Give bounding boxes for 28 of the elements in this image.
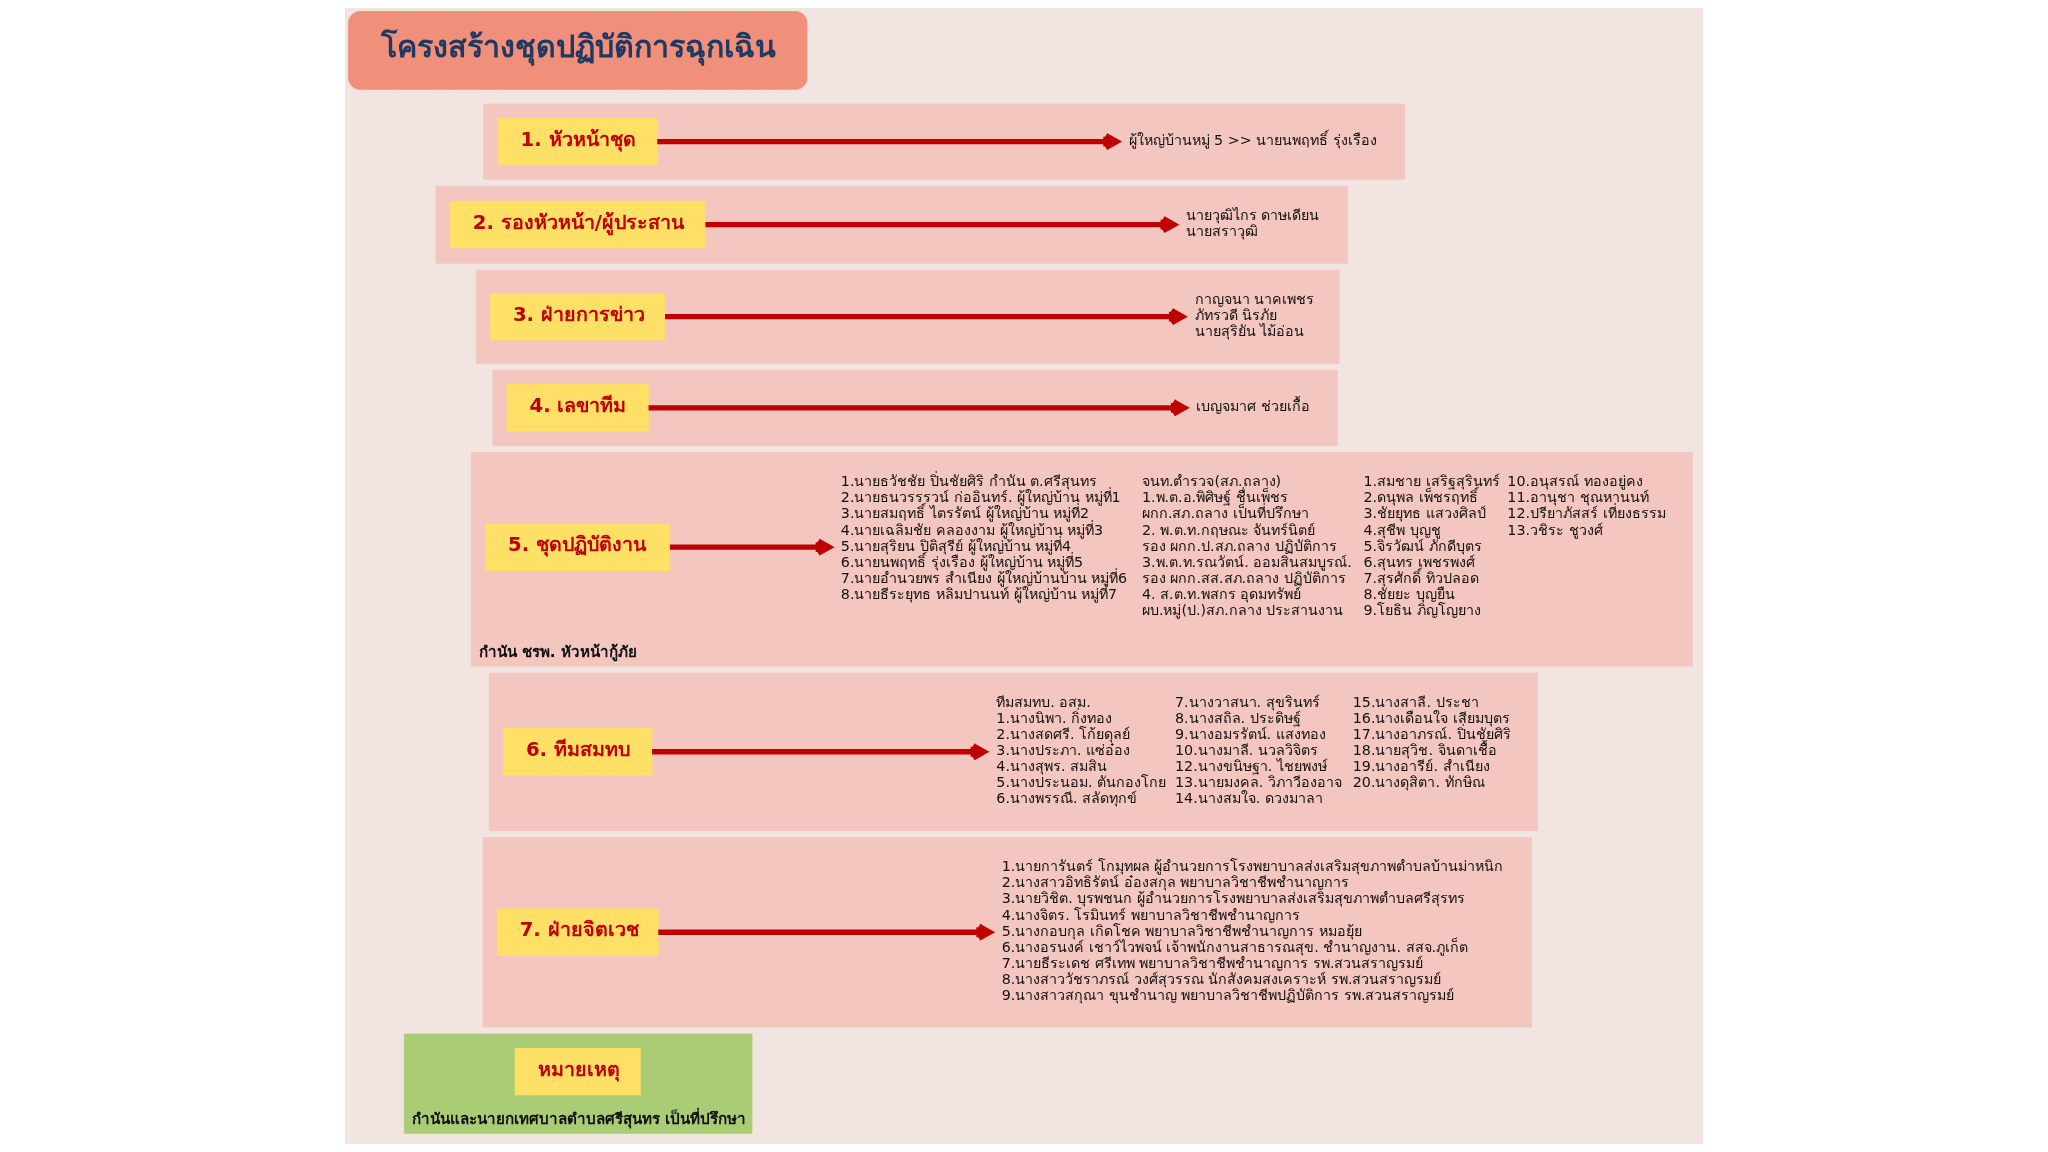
cluster (435, 185, 1348, 264)
node-box: โครงสร้างชุดปฏิบัติการฉุกเฉิน (348, 11, 808, 90)
node-box: 4. เลขาทีม (506, 384, 649, 432)
arrow (665, 307, 1186, 326)
arrow (669, 538, 833, 556)
arrow (705, 215, 1177, 234)
arrow (657, 132, 1120, 151)
node-box: 6. ทีมสมทบ (503, 728, 653, 776)
node-text: ผู้ใหญ่บ้านหมู่ 5 >> นายนพฤทธิ์ รุ่งเรือง (1128, 131, 1377, 148)
node-box: 5. ชุดปฏิบัติงาน (485, 523, 671, 571)
node-box: 2. รองหัวหน้า/ผู้ประสาน (449, 201, 706, 249)
node-box: หมายเหตุ (514, 1047, 641, 1096)
arrow (648, 399, 1188, 417)
cluster (483, 103, 1406, 180)
node-box: 3. ฝ่ายการข่าว (490, 293, 666, 341)
cluster (482, 837, 1532, 1028)
cluster (492, 369, 1338, 446)
node-text: นายวุฒิไกร ดาษเดียน นายสราวุฒิ (1185, 207, 1320, 240)
cluster (475, 269, 1340, 364)
node-text: เบญจมาศ ช่วยเกื้อ (1196, 398, 1310, 415)
node-text: ทีมสมทบ. อสม. 1.นางนิพา. กิ่งทอง 2.นางสดศรี. โก้ยดุลย์ 3.นางประภา. แซ่อ๋อง 4.นางสุพร. สมสิน 5.นางประนอม. ตันกองโกย 6.นางพรรณี. สลัดทุกข์ 7.นางวาสนา. สุขรินทร์ 8.นางสถิล. ประดิษฐ์ 9.นางอมรรัตน์. แสงทอง 10.นางมาลี. นวลวิจิตร 12.นางขนิษฐา. ไชยพงษ์ 13.นายมงคล. วิภาวีองอาจ 14.นางสมใจ. ดวงมาลา 15.นางสาลี. ประชา 16.นางเดือนใจ เสียมบุตร 17.นางอาภรณ์. ปิ่นชัยศิริ 18.นายสุวิช. จินดาเชื้อ 19.นางอารีย์. สำเนียง 20.นางดุสิตา. ทักษิณ (996, 693, 1511, 807)
node-box: 7. ฝ่ายจิตเวช (496, 908, 659, 956)
node-text: 1.นายธวัชชัย ปิ่นชัยศิริ กำนัน ต.ศรีสุนทร 2.นายธนวรรรวน์ ก่ออินทร์. ผู้ใหญ่บ้าน หมู่ที่1 3.นายสมฤทธิ์ ไตรรัตน์ ผู้ใหญ่บ้าน หมู่ที่2 4.นายเฉลิมชัย คลองงาม ผู้ใหญ่บ้าน หมู่ที่3 5.นายสุริยน ปิติสุรีย์ ผู้ใหญ่บ้าน หมู่ที่4 6.นายนพฤทธิ์ รุ่งเรือง ผู้ใหญ่บ้าน หมู่ที่5 7.นายอำนวยพร สำเนียง ผู้ใหญ่บ้านบ้าน หมู่ที่6 8.นายธีระยุทธ หลิมปานนท์ ผู้ใหญ่บ้าน หมู่ที่7 จนท.ตำรวจ(สภ.ถลาง) 1.พ.ต.อ.พิศิษฐ์ ชื่นเพ็ชร ผกก.สภ.ถลาง เป็นที่ปรึกษา 2. พ.ต.ท.กฤษณะ จันทร์นิตย์ รอง ผกก.ป.สภ.ถลาง ปฏิบัติการ 3.พ.ต.ท.รณวัตน์. ออมสินสมบูรณ์. รอง ผกก.สส.สภ.ถลาง ปฏิบัติการ 4. ส.ต.ท.พสกร อุดมทรัพย์ ผบ.หมู่(ป.)สภ.กลาง ประสานงาน 1.สมชาย เสริฐสุรินทร์ 2.ดนุพล เพ็ชรฤทธิ์ 3.ชัยยุทธ แสวงศิลป์ 4.สุชีพ บุญชู 5.จิรวัฒน์ ภักดีบุตร 6.สุนทร เพชรพงศ์ 7.สุรศักดิ์ ทิวปลอด 8.ชัยยะ บุญยืน 9.โยธิน ภิญโญยาง 10.อนุสรณ์ ทองอยู่คง 11.อานุชา ชุณหานนท์ 12.ปรียาภัสสร์ เที่ยงธรรม 13.วชิระ ชูวงศ์ (840, 473, 1666, 618)
cluster (488, 672, 1538, 831)
node-text: 1.นายการันตร์ โกมุทผล ผู้อำนวยการโรงพยาบาลส่งเสริมสุขภาพตำบลบ้านม่าหนิก 2.นางสาวอิทธิรัตน์ อ๋องสกุล พยาบาลวิชาชีพชำนาญการ 3.นายวิชิต. บุรพชนก ผู้อำนวยการโรงพยาบาลส่งเสริมสุขภาพตำบลศรีสุรทร 4.นางจิตร. โรมินทร์ พยาบาลวิชาชีพชำนาญการ 5.นางกอบกุล เกิดโชค พยาบาลวิชาชีพชำนาญการ หมอยุ้ย 6.นางอรนงค์ เชาว์ไวพจน์ เจ้าพนักงานสาธารณสุข. ชำนาญงาน. สสจ.ภูเก็ต 7.นายธีระเดช ศรีเทพ พยาบาลวิชาชีพชำนาญการ รพ.สวนสราญรมย์ 8.นางสาววัชราภรณ์ วงศ์สุวรรณ นักสังคมสงเคราะห์ รพ.สวนสราญรมย์ 9.นางสาวสกุณา ขุนชำนาญ พยาบาลวิชาชีพปฏิบัติการ รพ.สวนสราญรมย์ (1001, 858, 1504, 1003)
node-box: 1. หัวหน้าชุด (497, 117, 658, 166)
node-text: กาญจนา นาคเพชร ภัทรวดี นิรภัย นายสุริยัน ไม้อ่อน (1194, 291, 1315, 340)
arrow (658, 923, 993, 941)
